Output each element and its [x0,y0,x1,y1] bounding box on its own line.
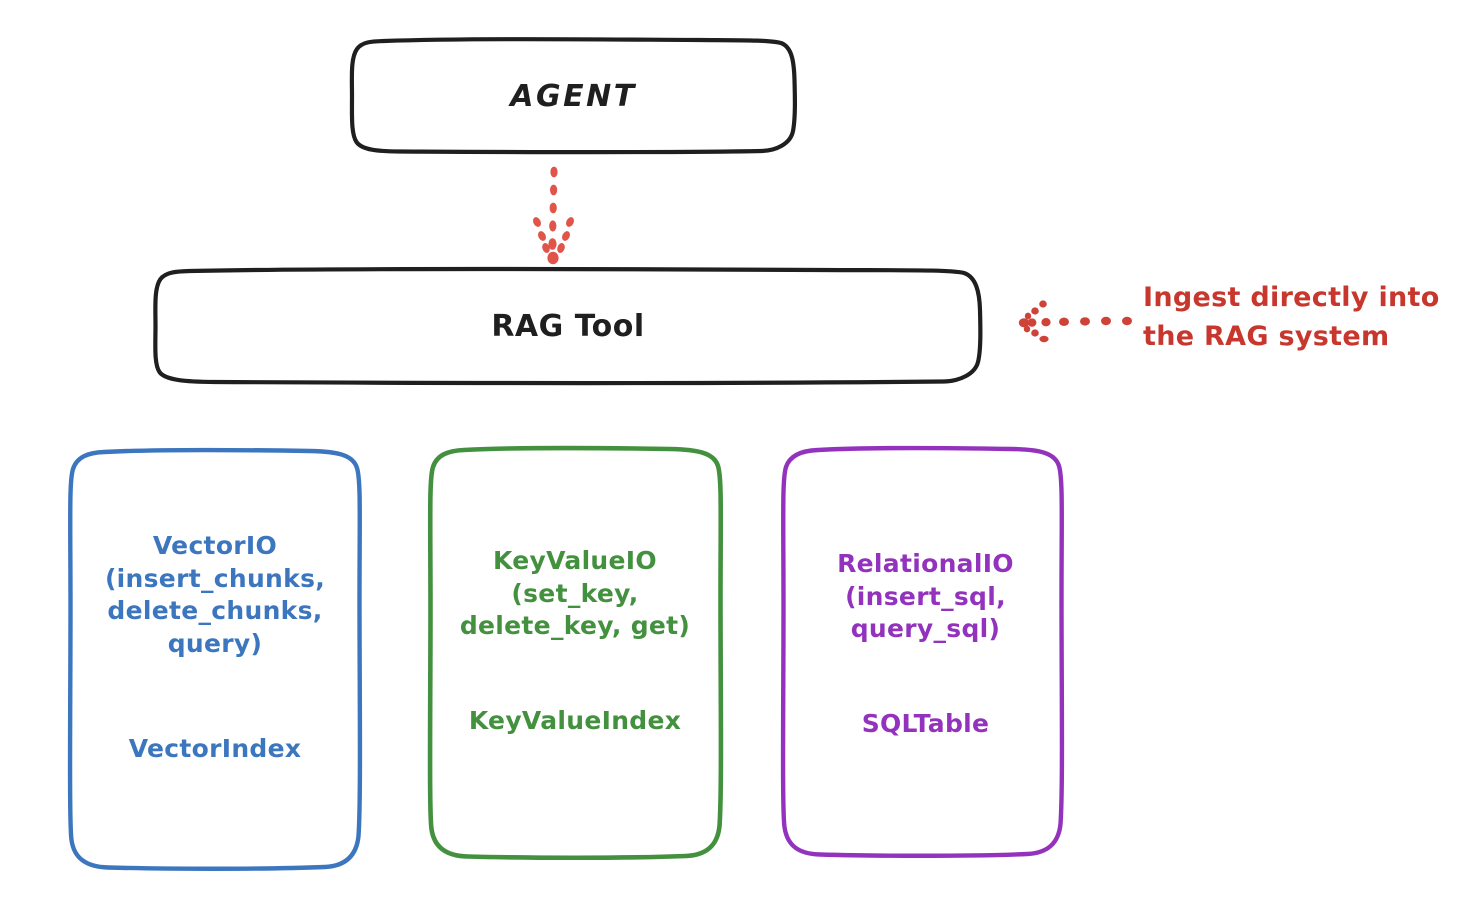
keyvalueio-api-label: KeyValueIO (set_key, delete_key, get) [459,546,691,640]
keyvalueindex-label: KeyValueIndex [468,706,682,735]
agent-to-rag-arrow [533,166,574,265]
keyvalueio-box[interactable] [427,445,724,861]
relationalio-box[interactable] [780,445,1065,858]
ingest-arrow [1018,300,1132,343]
agent-box[interactable] [349,37,798,155]
rag-tool-label: RAG Tool [491,308,645,344]
sqltable-label: SQLTable [861,709,990,738]
agent-label: AGENT [510,78,637,114]
vectorio-api-label: VectorIO (insert_chunks, delete_chunks, … [104,531,326,658]
ingest-annotation-text: Ingest directly into the RAG system [1143,282,1440,353]
rag-tool-box[interactable] [153,266,983,386]
vectorio-box[interactable] [67,447,363,871]
vectorindex-label: VectorIndex [128,734,302,763]
relationalio-api-label: RelationalIO (insert_sql, query_sql) [837,549,1014,643]
